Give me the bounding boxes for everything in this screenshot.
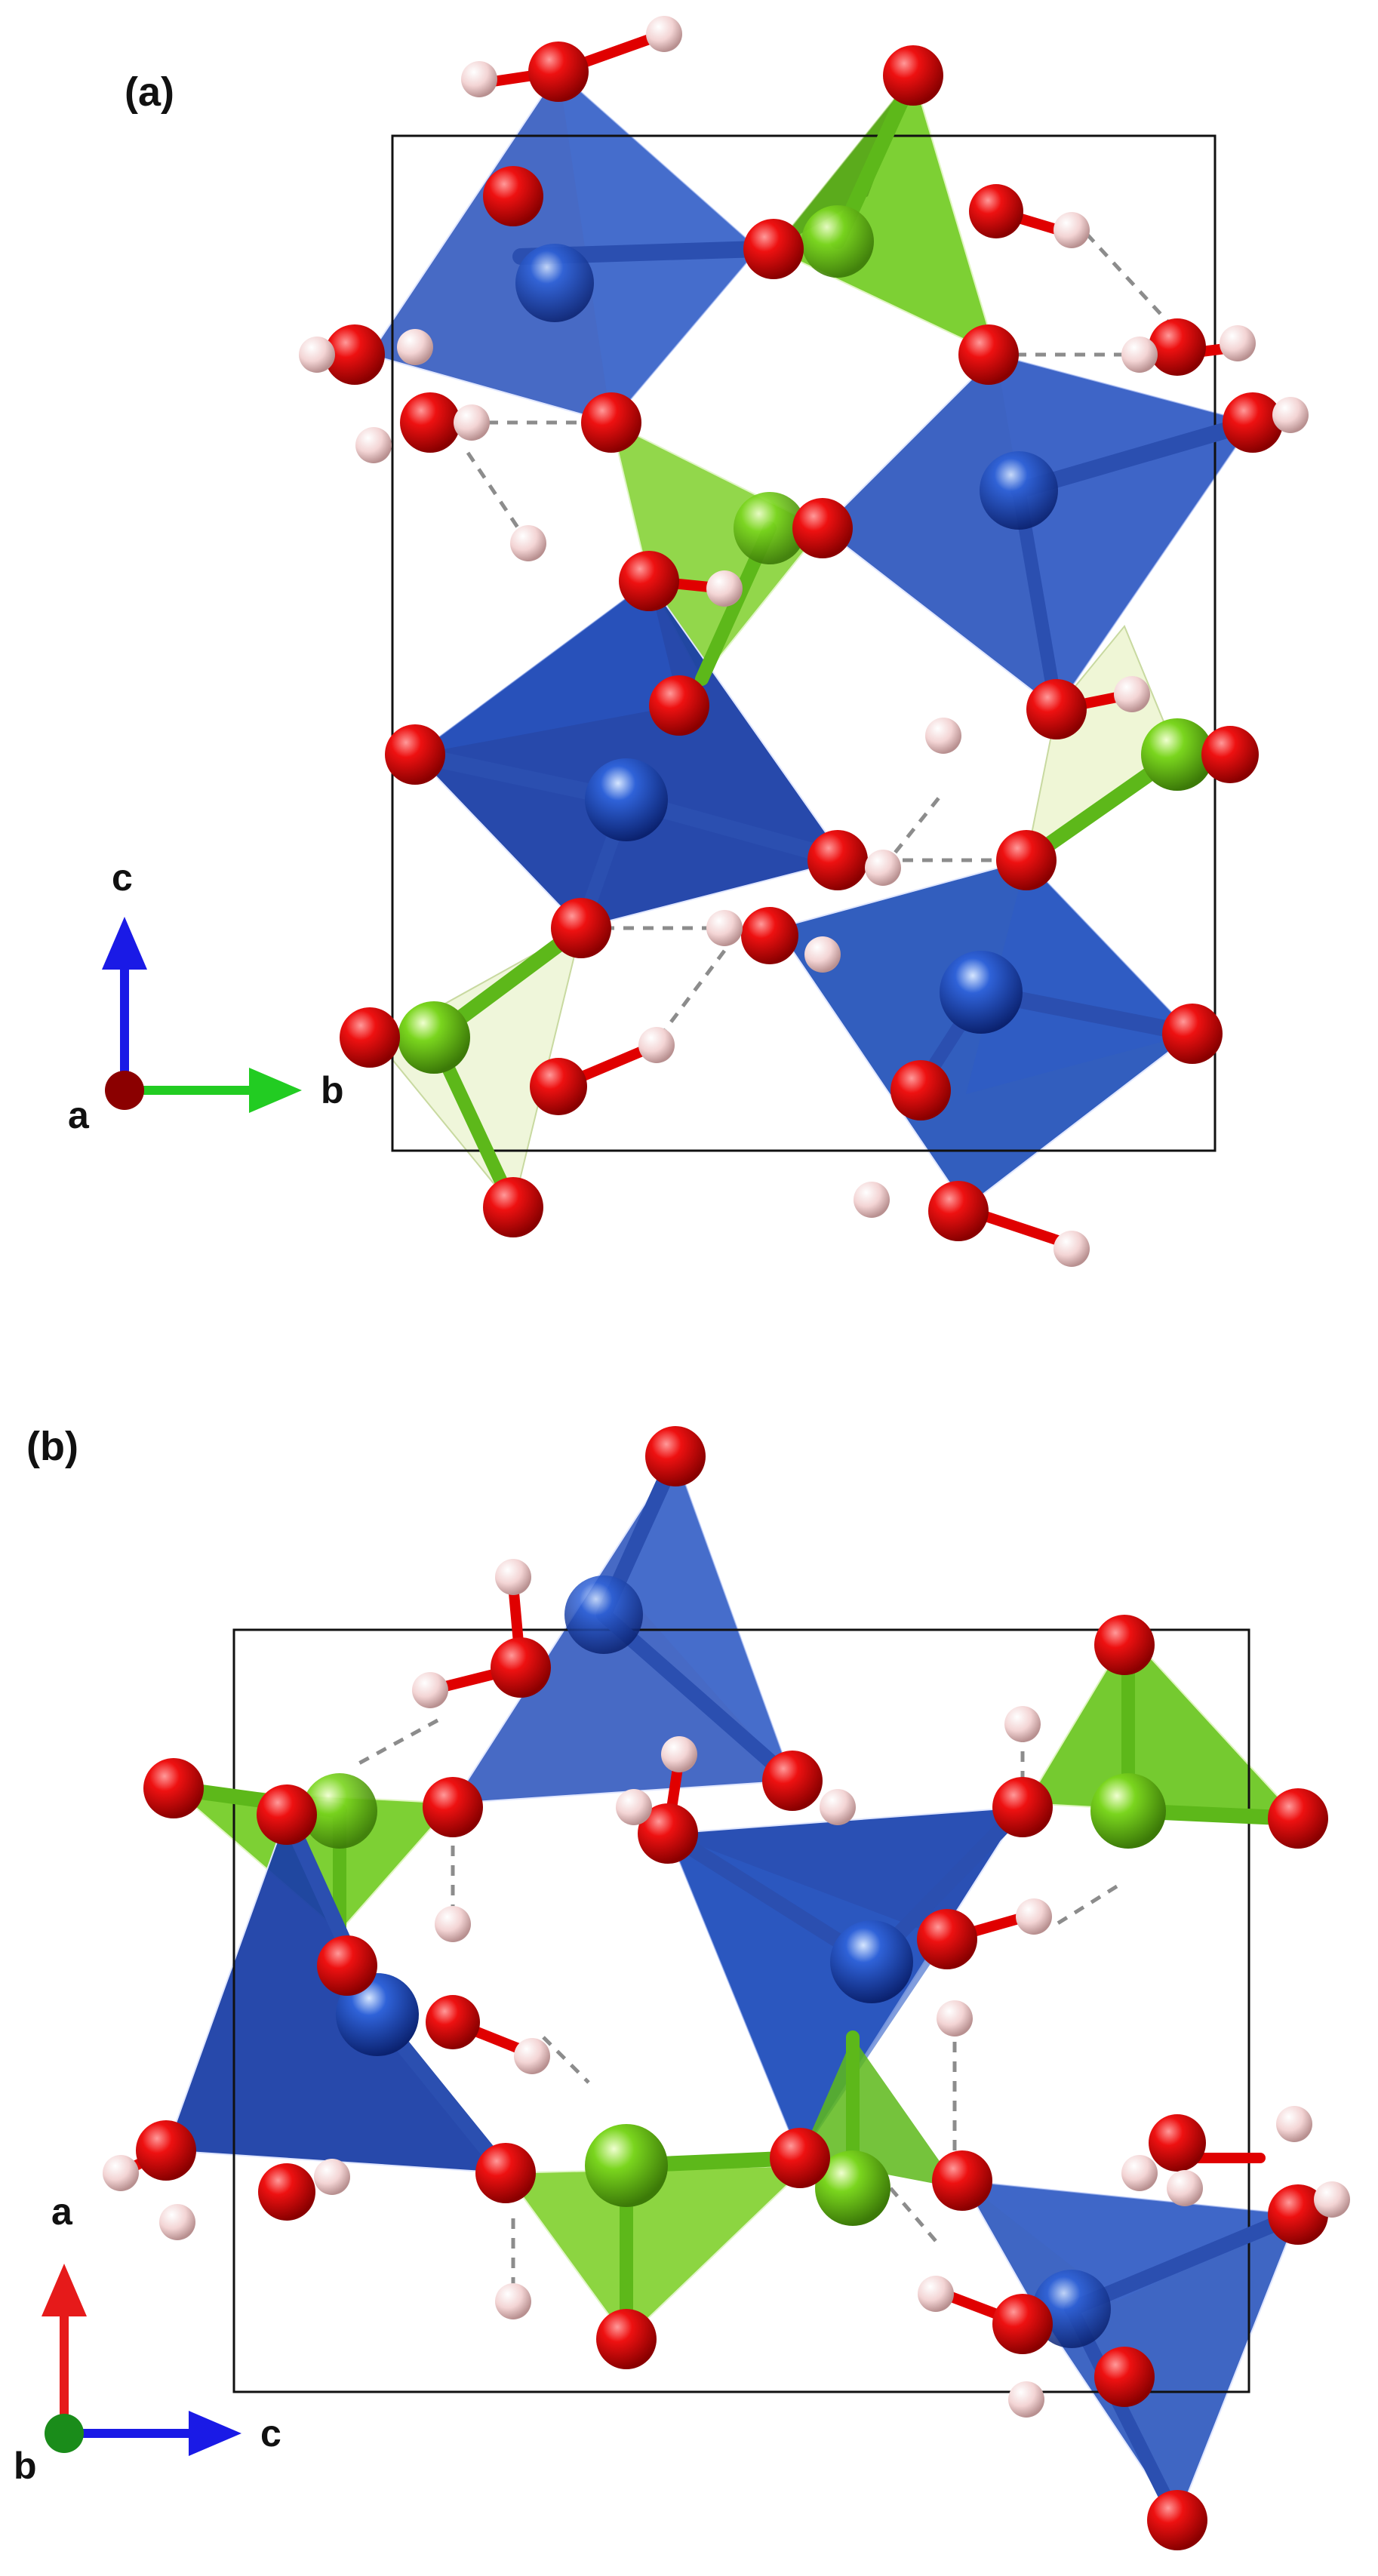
panel-b-axis-vertical-label: a [51,2190,73,2233]
panel-a-oxygen-atoms [325,41,1283,1241]
panel-b-central-atoms [302,1575,1166,2348]
panel-a-axis-horizontal-label: b [321,1069,344,1111]
panel-b-oxygen-atoms [136,1426,1328,2550]
panel-a-hydrogen-atoms [299,16,1309,1267]
panel-b: (b) [14,1424,1350,2550]
panel-a-axis-vertical-label: c [112,856,133,899]
panel-b-hydrogen-atoms [103,1559,1350,2418]
panel-a-axis-triad: c b a [68,856,344,1136]
panel-a-unit-cell [391,134,1217,1152]
panel-a: (a) [68,16,1309,1267]
panel-b-axis-out-label: b [14,2445,37,2487]
panel-a-label: (a) [125,69,174,115]
panel-b-label: (b) [26,1424,78,1469]
panel-b-axis-triad: a c b [14,2190,281,2487]
panel-b-unit-cell [232,1628,1250,2393]
panel-a-central-atoms [398,205,1213,1074]
panel-b-axis-horizontal-label: c [260,2412,281,2455]
panel-a-axis-out-label: a [68,1094,90,1136]
